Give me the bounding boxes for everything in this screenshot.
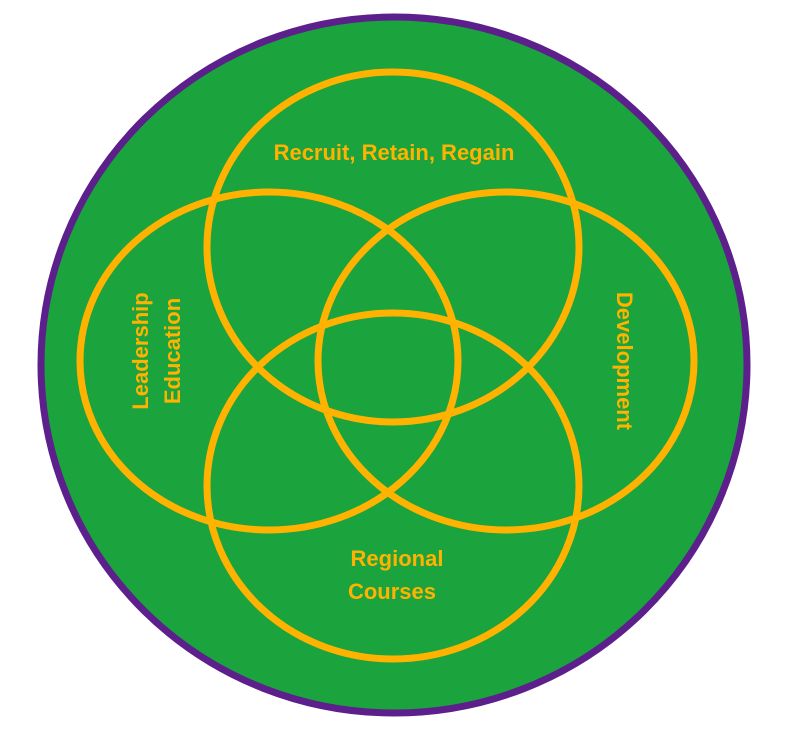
label-right: Development (612, 292, 637, 431)
ring-top (203, 68, 583, 426)
ring-left (76, 188, 462, 534)
label-bottom-line2: Courses (348, 579, 436, 604)
label-left-line2: Education (160, 298, 185, 404)
ring-right (314, 188, 698, 534)
label-top: Recruit, Retain, Regain (274, 140, 515, 165)
label-bottom-line1: Regional (351, 546, 444, 571)
label-left-line1: Leadership (128, 292, 153, 409)
ring-bottom (203, 309, 583, 663)
